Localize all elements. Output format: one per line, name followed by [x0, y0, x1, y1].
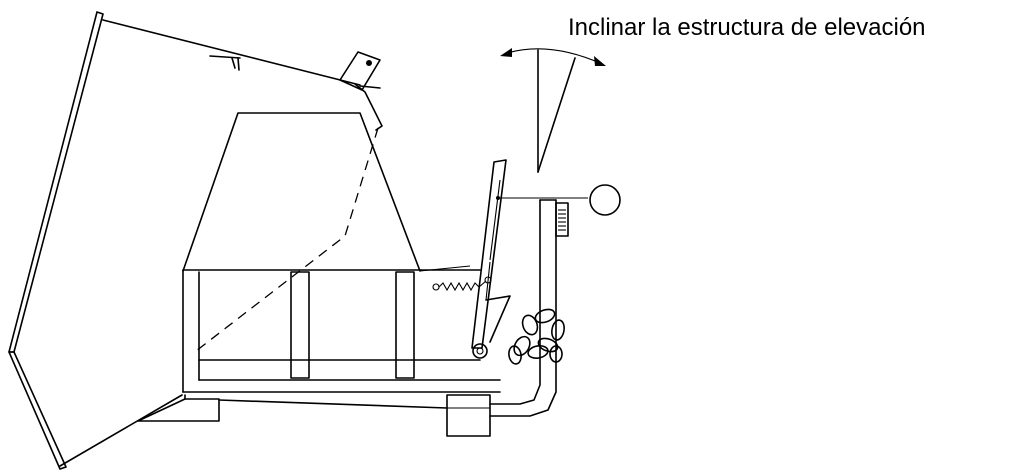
top-hinge — [209, 55, 241, 71]
right-upright — [489, 199, 569, 417]
callout-marker — [496, 184, 621, 216]
tilt-angle-indicator — [500, 48, 606, 173]
frame-box — [182, 265, 501, 393]
tilt-lever — [471, 159, 511, 359]
chain — [508, 308, 565, 365]
bucket-side-panel — [8, 11, 361, 470]
spring — [432, 276, 492, 292]
tilt-instruction-caption: Inclinar la estructura de elevación — [568, 14, 926, 41]
base-skids — [137, 394, 491, 437]
frame-trapezoid — [182, 112, 421, 272]
hidden-edge — [195, 127, 379, 352]
top-bracket — [339, 51, 383, 131]
